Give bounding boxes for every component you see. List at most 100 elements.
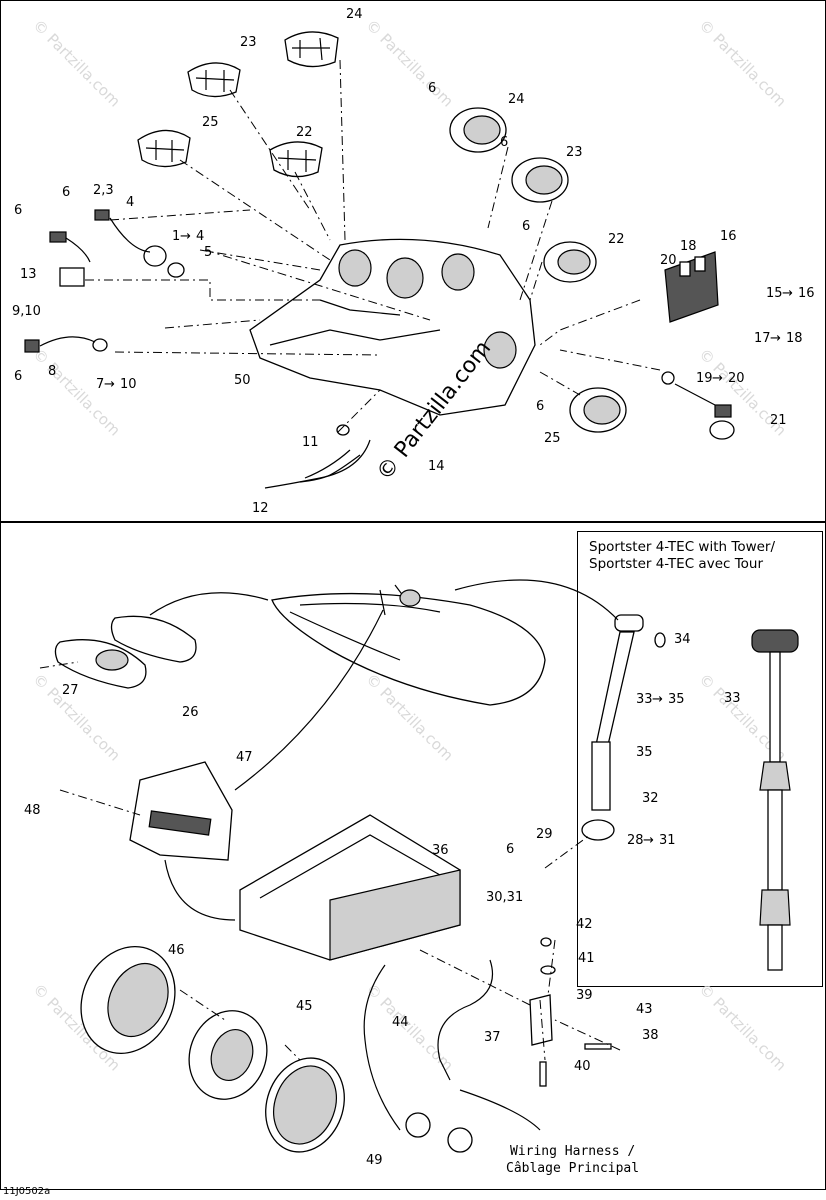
callout-25b: 25	[544, 431, 561, 446]
callout-37: 37	[484, 1030, 501, 1045]
callout-9-10: 9,10	[12, 304, 41, 319]
radio-unit-36	[239, 814, 461, 961]
callout-7-to-10-to: 10	[120, 377, 137, 392]
switch-panel	[664, 251, 719, 323]
callout-17-to-18-to: 18	[786, 331, 803, 346]
callout-6-29: 6	[506, 842, 515, 857]
callout-17-to-18-arrow: →	[770, 331, 781, 346]
bezel-22	[269, 141, 323, 178]
callout-22a: 22	[296, 125, 313, 140]
callout-33-to-35-arrow: →	[652, 692, 663, 707]
bezel-25	[137, 129, 191, 168]
callout-22b: 22	[608, 232, 625, 247]
callout-41: 41	[578, 951, 595, 966]
bezel-24	[284, 31, 339, 68]
callout-6-switch23: 6	[62, 185, 71, 200]
console-50	[249, 238, 536, 416]
callout-7-to-10-arrow: →	[104, 377, 115, 392]
callout-4: 4	[126, 195, 135, 210]
callout-20a: 20	[660, 253, 677, 268]
callout-7-to-10-from: 7	[96, 377, 105, 392]
callout-38: 38	[642, 1028, 659, 1043]
callout-2-3: 2,3	[93, 183, 114, 198]
inset-title-line2: Sportster 4-TEC avec Tour	[589, 556, 764, 572]
bezel-23	[187, 62, 241, 98]
callout-32: 32	[642, 791, 659, 806]
callout-49: 49	[366, 1153, 383, 1168]
callout-35: 35	[636, 745, 653, 760]
callout-11: 11	[302, 435, 319, 450]
callout-23b: 23	[566, 145, 583, 160]
callout-28-to-31-arrow: →	[643, 833, 654, 848]
wiring-harness-line1: Wiring Harness /	[510, 1144, 636, 1159]
callout-18a: 18	[680, 239, 697, 254]
callout-13: 13	[20, 267, 37, 282]
callout-46: 46	[168, 943, 185, 958]
callout-6-bottom-left: 6	[14, 369, 23, 384]
wiring-harness-line2: Câblage Principal	[506, 1161, 640, 1176]
diagram-code: 11J0502a	[3, 1186, 51, 1197]
callout-15-to-16-from: 15	[766, 286, 783, 301]
callout-8: 8	[48, 364, 57, 379]
callout-24a: 24	[346, 7, 363, 22]
callout-33-to-35-from: 33	[636, 692, 653, 707]
gauge-24	[449, 107, 507, 153]
speaker-housing-46	[80, 945, 176, 1055]
speaker-bezel-26	[54, 615, 197, 689]
callout-28-to-31-to: 31	[659, 833, 676, 848]
callout-6-gauge24: 6	[428, 81, 437, 96]
bracket-39	[529, 937, 612, 1087]
callout-23a: 23	[240, 35, 257, 50]
callout-44: 44	[392, 1015, 409, 1030]
callout-19-to-20-arrow: →	[712, 371, 723, 386]
inset-tower-33	[751, 629, 799, 971]
callout-30-31: 30,31	[486, 890, 524, 905]
callout-47: 47	[236, 750, 253, 765]
wired-switches-left	[24, 209, 185, 353]
callout-15-to-16-to: 16	[798, 286, 815, 301]
tower-inset-frame	[577, 531, 823, 987]
callout-24b: 24	[508, 92, 525, 107]
inset-title-line1: Sportster 4-TEC with Tower/	[589, 539, 776, 555]
callout-34: 34	[674, 632, 691, 647]
callout-17-to-18-from: 17	[754, 331, 771, 346]
callout-1-to-4-arrow: →	[180, 229, 191, 244]
radio-cover-47	[129, 761, 233, 861]
callout-1-to-4-to: 4	[196, 229, 205, 244]
speaker-45	[188, 1010, 345, 1153]
callout-36: 36	[432, 843, 449, 858]
callout-5: 5	[204, 245, 213, 260]
harness-37	[437, 959, 494, 1081]
callout-6-gauge25: 6	[536, 399, 545, 414]
callout-14: 14	[428, 459, 445, 474]
callout-39: 39	[576, 988, 593, 1003]
watercraft-hull	[271, 584, 546, 706]
clamps-49	[405, 1112, 473, 1153]
callout-19-to-20-from: 19	[696, 371, 713, 386]
callout-15-to-16-arrow: →	[782, 286, 793, 301]
tower-light-35	[581, 614, 666, 841]
callout-33-to-35-to: 35	[668, 692, 685, 707]
callout-27: 27	[62, 683, 79, 698]
inset-callout-33: 33	[724, 691, 741, 706]
callout-6-gauge23: 6	[500, 135, 509, 150]
callout-43: 43	[636, 1002, 653, 1017]
outlet-21	[661, 371, 735, 440]
callout-19-to-20-to: 20	[728, 371, 745, 386]
wire-44	[363, 964, 401, 1131]
callout-45: 45	[296, 999, 313, 1014]
callout-21: 21	[770, 413, 787, 428]
callout-25a: 25	[202, 115, 219, 130]
lanyard-12	[264, 424, 371, 489]
callout-6-gauge22: 6	[522, 219, 531, 234]
callout-29: 29	[536, 827, 553, 842]
callout-1-to-4-from: 1	[172, 229, 181, 244]
callout-6-left: 6	[14, 203, 23, 218]
gauge-23	[511, 157, 569, 203]
callout-12: 12	[252, 501, 269, 516]
callout-28-to-31-from: 28	[627, 833, 644, 848]
callout-42: 42	[576, 917, 593, 932]
callout-26: 26	[182, 705, 199, 720]
